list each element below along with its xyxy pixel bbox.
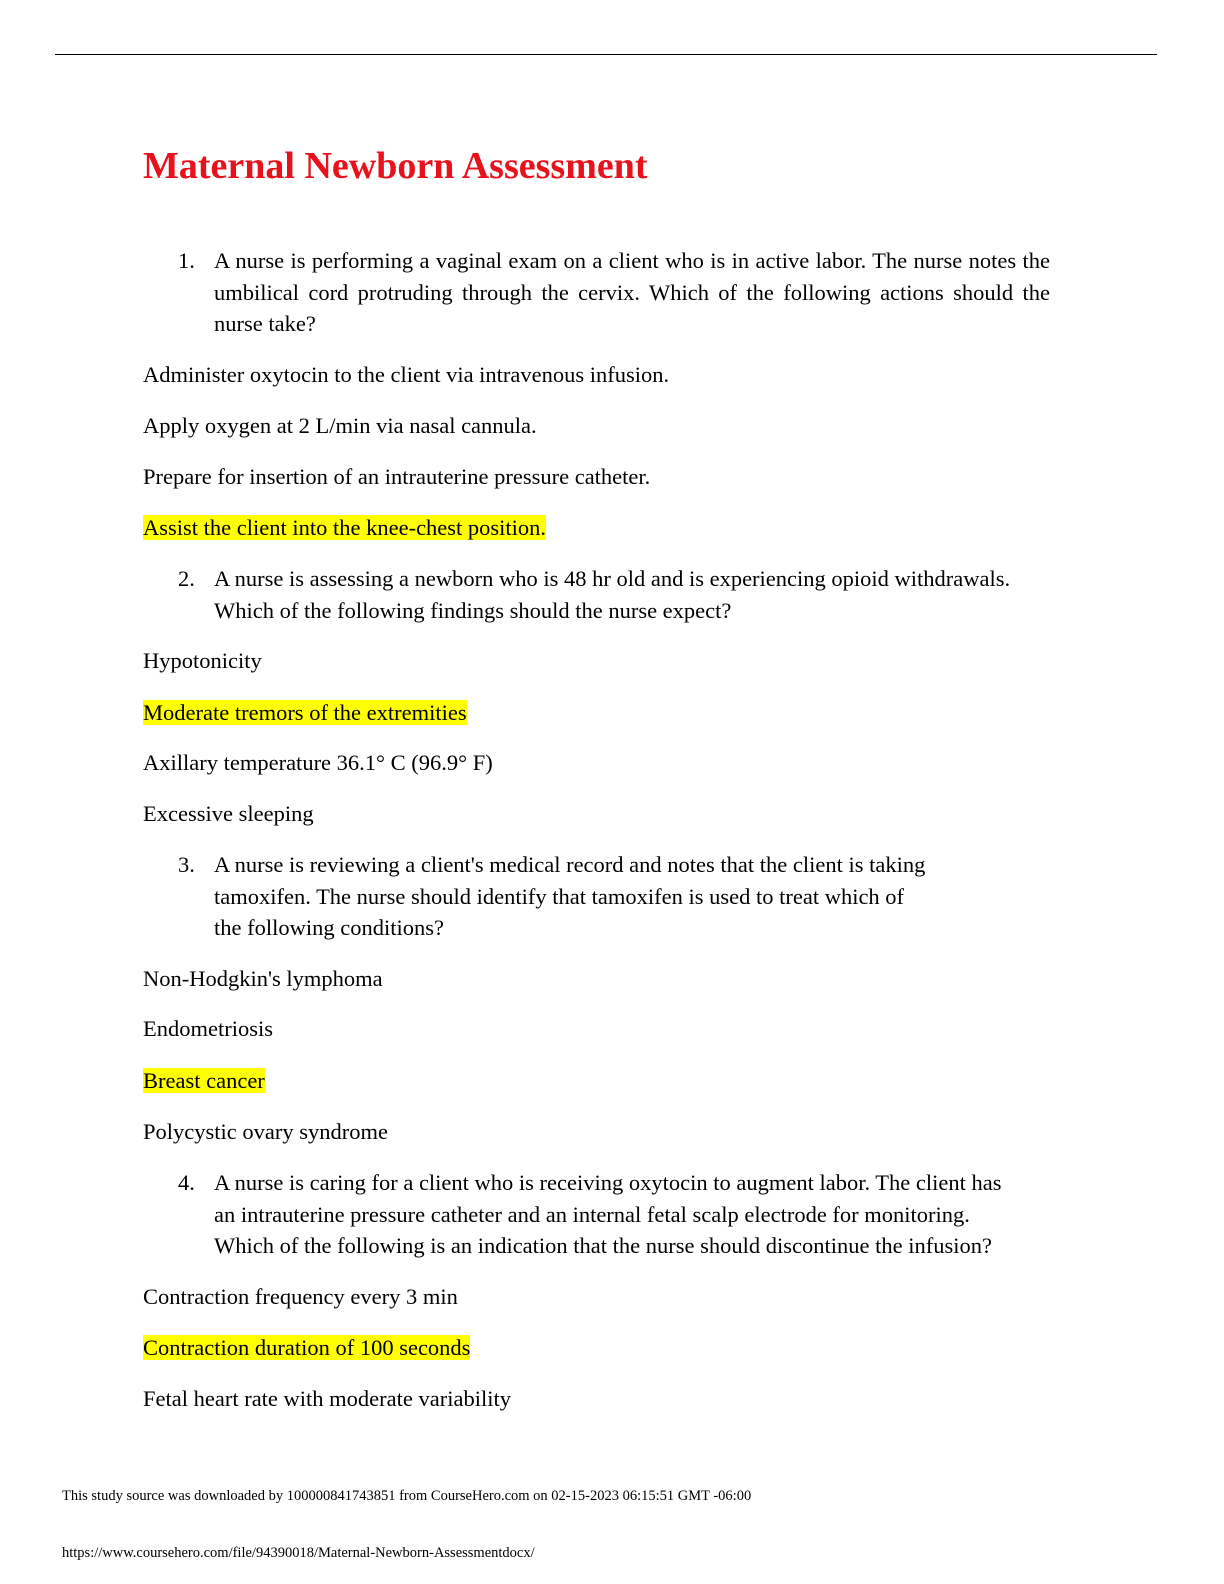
question-text: A nurse is performing a vaginal exam on …: [214, 248, 1050, 336]
highlighted-answer-text: Breast cancer: [143, 1068, 265, 1093]
header-rule: [55, 54, 1157, 55]
answer-option-correct: Moderate tremors of the extremities: [143, 697, 467, 729]
question-4: 4. A nurse is caring for a client who is…: [143, 1167, 1063, 1262]
answer-option: Fetal heart rate with moderate variabili…: [143, 1383, 511, 1415]
highlighted-answer-text: Contraction duration of 100 seconds: [143, 1335, 471, 1360]
answer-option: Hypotonicity: [143, 645, 262, 677]
answer-option-text: Endometriosis: [143, 1016, 273, 1041]
answer-option: Contraction frequency every 3 min: [143, 1281, 458, 1313]
question-text-line: tamoxifen. The nurse should identify tha…: [214, 883, 905, 909]
answer-option: Apply oxygen at 2 L/min via nasal cannul…: [143, 410, 537, 442]
highlighted-answer-text: Assist the client into the knee-chest po…: [143, 515, 547, 540]
answer-option-text: Polycystic ovary syndrome: [143, 1119, 388, 1144]
question-2: 2. A nurse is assessing a newborn who is…: [143, 563, 1063, 626]
question-1: 1. A nurse is performing a vaginal exam …: [143, 245, 1050, 340]
answer-option-correct: Assist the client into the knee-chest po…: [143, 512, 547, 544]
answer-option: Administer oxytocin to the client via in…: [143, 359, 669, 391]
question-number: 4.: [178, 1170, 195, 1195]
answer-option: Non-Hodgkin's lymphoma: [143, 963, 383, 995]
question-number: 3.: [178, 852, 195, 877]
answer-option: Endometriosis: [143, 1013, 273, 1045]
question-text-line: an intrauterine pressure catheter and an…: [214, 1201, 970, 1227]
question-text-line: A nurse is caring for a client who is re…: [214, 1170, 1002, 1195]
answer-option-correct: Breast cancer: [143, 1065, 265, 1097]
answer-option-text: Prepare for insertion of an intrauterine…: [143, 464, 651, 489]
answer-option-text: Fetal heart rate with moderate variabili…: [143, 1386, 511, 1411]
answer-option: Excessive sleeping: [143, 798, 314, 830]
answer-option-text: Excessive sleeping: [143, 801, 314, 826]
answer-option-text: Non-Hodgkin's lymphoma: [143, 966, 383, 991]
question-number: 1.: [178, 248, 195, 273]
document-title: Maternal Newborn Assessment: [143, 145, 648, 187]
source-url[interactable]: https://www.coursehero.com/file/94390018…: [62, 1545, 535, 1561]
highlighted-answer-text: Moderate tremors of the extremities: [143, 700, 467, 725]
answer-option-text: Apply oxygen at 2 L/min via nasal cannul…: [143, 413, 537, 438]
answer-option-text: Administer oxytocin to the client via in…: [143, 362, 670, 387]
question-text-line: Which of the following is an indication …: [214, 1233, 992, 1258]
answer-option-text: Contraction frequency every 3 min: [143, 1284, 458, 1309]
answer-option-correct: Contraction duration of 100 seconds: [143, 1332, 471, 1364]
question-number: 2.: [178, 566, 195, 591]
question-3: 3. A nurse is reviewing a client's medic…: [143, 849, 1050, 944]
question-text: A nurse is assessing a newborn who is 48…: [214, 566, 1011, 623]
question-text-line: the following conditions?: [214, 915, 444, 940]
answer-option-text: Hypotonicity: [143, 648, 262, 673]
answer-option: Axillary temperature 36.1° C (96.9° F): [143, 747, 493, 779]
download-source-notice: This study source was downloaded by 1000…: [62, 1488, 752, 1504]
answer-option-text: Axillary temperature 36.1° C (96.9° F): [143, 750, 493, 775]
answer-option: Polycystic ovary syndrome: [143, 1116, 388, 1148]
question-text-line: A nurse is reviewing a client's medical …: [214, 852, 926, 877]
answer-option: Prepare for insertion of an intrauterine…: [143, 461, 650, 493]
